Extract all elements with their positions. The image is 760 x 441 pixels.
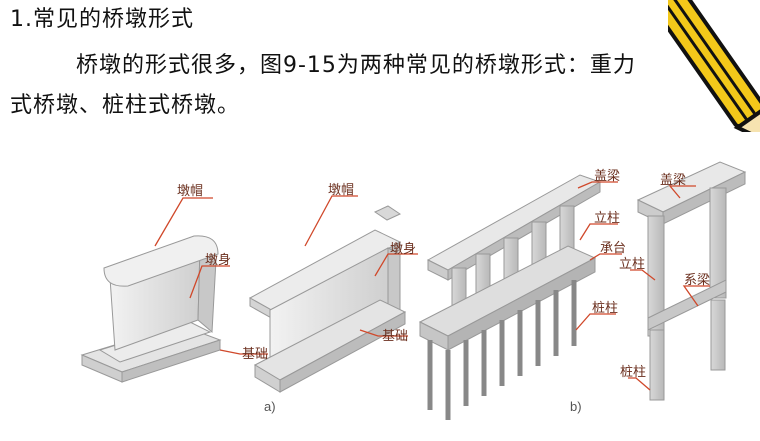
label-small-base: 基础 — [242, 346, 268, 361]
pencil-decoration-icon — [668, 0, 760, 132]
pier-illustration: 墩帽 墩身 基础 墩帽 墩身 基础 盖梁 立柱 承台 桩柱 盖梁 立柱 系梁 桩… — [80, 161, 747, 420]
gravity-pier-small — [80, 235, 222, 383]
label-long-base: 基础 — [382, 328, 408, 343]
section-heading: 1.常见的桥墩形式 — [10, 7, 194, 32]
caption-b: b) — [570, 399, 582, 414]
paragraph-line-2: 式桥墩、桩柱式桥墩。 — [10, 93, 241, 118]
label-pile: 桩柱 — [592, 300, 618, 315]
label-cap-beam: 盖梁 — [594, 168, 620, 183]
label-frame-column: 立柱 — [619, 256, 645, 271]
label-long-cap: 墩帽 — [328, 182, 354, 197]
label-column: 立柱 — [594, 210, 620, 225]
frame-pier — [636, 161, 747, 401]
label-pile-cap: 承台 — [600, 240, 626, 255]
label-tie-beam: 系梁 — [684, 272, 710, 287]
caption-a: a) — [264, 399, 276, 414]
label-frame-pile: 桩柱 — [620, 364, 646, 379]
label-long-body: 墩身 — [390, 241, 416, 256]
label-frame-cap-beam: 盖梁 — [660, 172, 686, 187]
paragraph-line-1: 桥墩的形式很多，图9-15为两种常见的桥墩形式：重力 — [76, 53, 636, 78]
label-small-body: 墩身 — [205, 252, 231, 267]
label-small-cap: 墩帽 — [177, 183, 203, 198]
gravity-pier-long — [248, 205, 407, 393]
pile-column-pier — [418, 174, 602, 420]
